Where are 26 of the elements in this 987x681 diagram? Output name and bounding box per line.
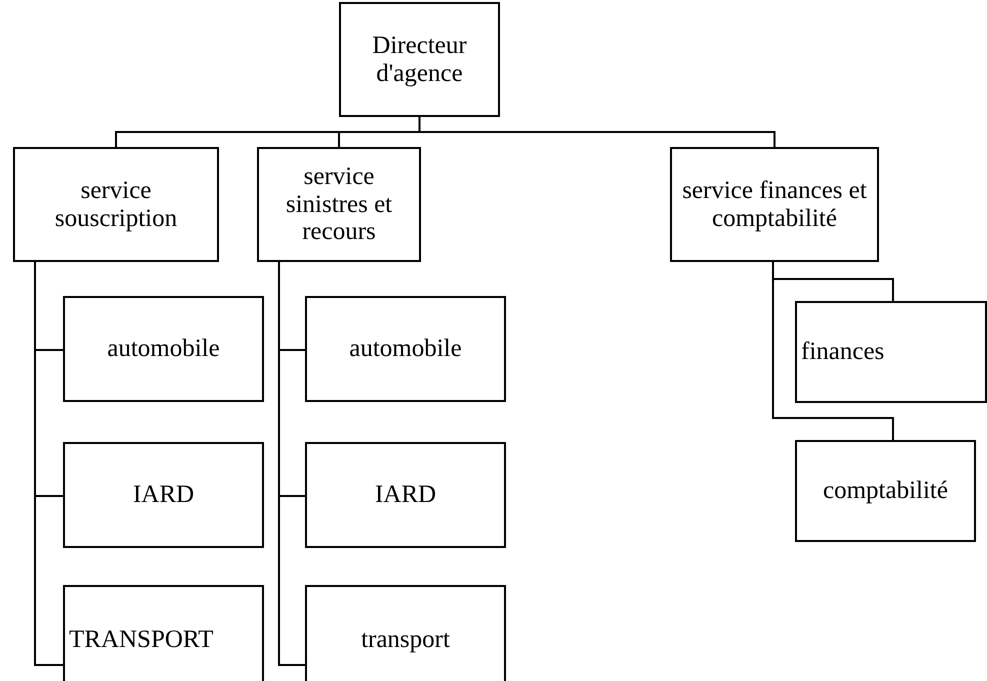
unit-label: TRANSPORT <box>69 626 214 654</box>
unit-label: finances <box>801 338 884 366</box>
org-unit-box <box>13 147 219 262</box>
org-unit-box <box>257 147 421 262</box>
org-unit-box <box>795 301 987 403</box>
unit-label: service sinistres et recours <box>284 163 394 246</box>
unit-label: automobile <box>349 335 462 363</box>
org-unit-box <box>63 296 264 402</box>
org-unit-box <box>305 585 506 681</box>
org-unit-box <box>305 442 506 548</box>
org-unit-box <box>305 296 506 402</box>
unit-label: automobile <box>107 335 220 363</box>
connector-line <box>772 262 894 440</box>
unit-label: IARD <box>132 481 194 509</box>
unit-label: Directeur d'agence <box>371 32 468 87</box>
org-unit-box <box>795 440 976 542</box>
unit-label: transport <box>361 626 450 654</box>
director-box <box>339 2 500 117</box>
unit-label: service finances et comptabilité <box>681 177 868 232</box>
org-unit-box <box>670 147 879 262</box>
unit-label: IARD <box>374 481 436 509</box>
org-unit-box <box>63 442 264 548</box>
connector-line <box>418 117 776 147</box>
org-unit-box <box>63 585 264 681</box>
unit-label: comptabilité <box>823 477 948 505</box>
unit-label: service souscription <box>54 177 178 232</box>
